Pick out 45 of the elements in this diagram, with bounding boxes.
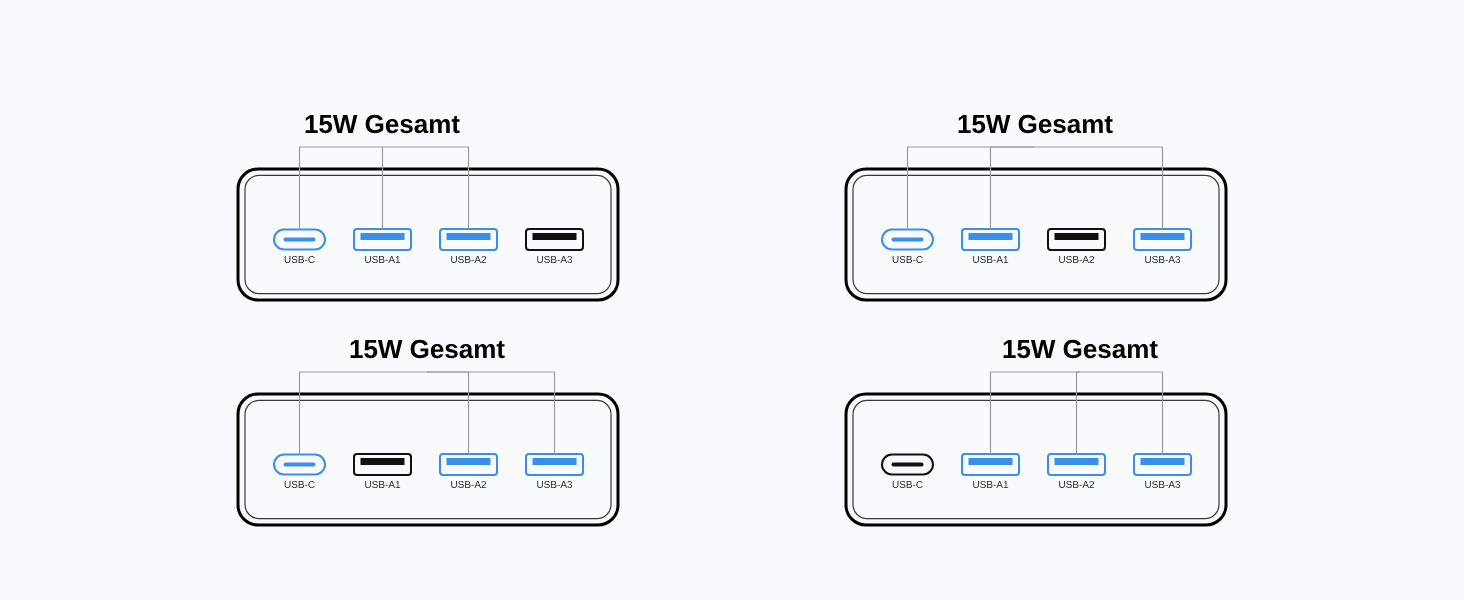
usb-c-port xyxy=(881,453,934,476)
connector-line xyxy=(298,146,383,231)
connector-line xyxy=(381,146,470,230)
port-label: USB-A3 xyxy=(1145,480,1181,489)
port-label: USB-A1 xyxy=(365,480,401,489)
usb-a-port xyxy=(1133,453,1192,476)
usb-a-port xyxy=(525,228,584,251)
port-label: USB-A1 xyxy=(365,255,401,264)
usb-a-port xyxy=(961,228,1020,251)
port-label: USB-A3 xyxy=(537,480,573,489)
connector-line xyxy=(1034,146,1164,230)
usb-a-port xyxy=(1047,453,1106,476)
usb-c-port xyxy=(273,453,326,476)
connector-line xyxy=(1075,371,1081,455)
port-label: USB-C xyxy=(892,480,923,489)
usb-a-port xyxy=(353,453,412,476)
heading: 15W Gesamt xyxy=(958,114,1113,134)
usb-a-port xyxy=(353,228,412,251)
connector-line xyxy=(426,371,556,455)
connector-line xyxy=(381,146,384,230)
connector-line xyxy=(298,371,428,456)
port-label: USB-A1 xyxy=(973,480,1009,489)
usb-a-port xyxy=(525,453,584,476)
connector-line xyxy=(1079,371,1164,455)
usb-a-port xyxy=(1133,228,1192,251)
port-label: USB-C xyxy=(284,480,315,489)
usb-a-port xyxy=(961,453,1020,476)
port-label: USB-C xyxy=(892,255,923,264)
port-label: USB-C xyxy=(284,255,315,264)
usb-a-port xyxy=(1047,228,1106,251)
heading: 15W Gesamt xyxy=(305,114,460,134)
port-label: USB-A2 xyxy=(451,255,487,264)
heading: 15W Gesamt xyxy=(350,339,505,359)
port-label: USB-A3 xyxy=(1145,255,1181,264)
port-label: USB-A2 xyxy=(1059,255,1095,264)
usb-c-port xyxy=(273,228,326,251)
port-label: USB-A2 xyxy=(1059,480,1095,489)
usb-a-port xyxy=(439,453,498,476)
usb-a-port xyxy=(439,228,498,251)
usb-c-port xyxy=(881,228,934,251)
connector-line xyxy=(989,146,1036,230)
heading: 15W Gesamt xyxy=(1003,339,1158,359)
port-label: USB-A3 xyxy=(537,255,573,264)
port-label: USB-A1 xyxy=(973,255,1009,264)
port-label: USB-A2 xyxy=(451,480,487,489)
